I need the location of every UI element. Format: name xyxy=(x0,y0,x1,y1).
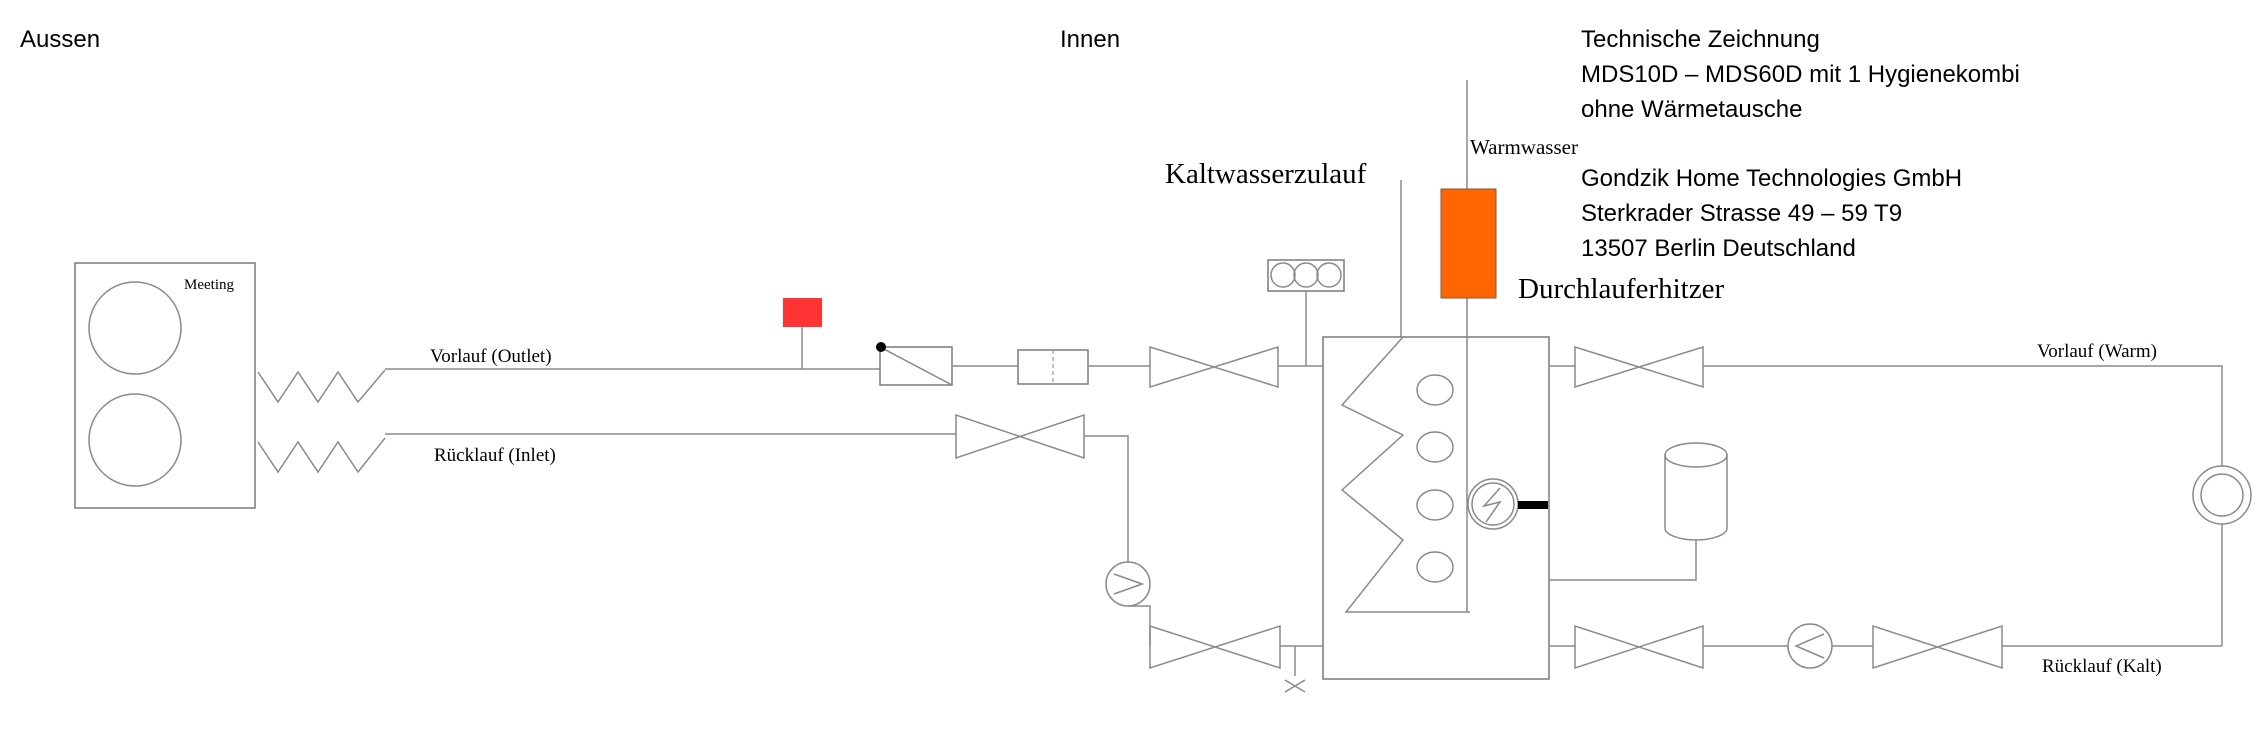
pipe-segment xyxy=(1084,435,1129,562)
safety-valve-icon xyxy=(783,298,822,327)
pipe-segment xyxy=(1128,605,1151,646)
kaltwasserzulauf-label: Kaltwasserzulauf xyxy=(1165,158,1367,190)
durchlauferhitzer-label: Durchlauferhitzer xyxy=(1518,273,1724,305)
pump-icon xyxy=(1787,623,1833,669)
outdoor-unit-label: Meeting xyxy=(184,277,234,293)
fan-icon xyxy=(88,281,182,375)
zone-label-outside: Aussen xyxy=(20,26,100,53)
filter-icon xyxy=(1017,349,1089,385)
flex-hose-icon xyxy=(257,437,386,474)
ruecklauf-kalt-label: Rücklauf (Kalt) xyxy=(2042,656,2162,677)
heat-consumer-icon xyxy=(2192,465,2252,525)
title-line-3: ohne Wärmetausche xyxy=(1581,96,1802,123)
ruecklauf-inlet-label: Rücklauf (Inlet) xyxy=(434,445,556,466)
company-name: Gondzik Home Technologies GmbH xyxy=(1581,165,1962,192)
pipe-vorlauf-warm xyxy=(1703,365,2223,467)
tank-sensor-icon xyxy=(1416,431,1454,463)
pump-icon xyxy=(1105,561,1151,607)
vorlauf-warm-label: Vorlauf (Warm) xyxy=(2037,341,2157,362)
flex-hose-icon xyxy=(257,369,386,404)
shutoff-valve-icon xyxy=(955,413,1085,460)
shutoff-valve-icon xyxy=(1574,345,1704,389)
title-block: Technische Zeichnung MDS10D – MDS60D mit… xyxy=(1581,26,2020,262)
fan-icon xyxy=(88,393,182,487)
title-line-1: Technische Zeichnung xyxy=(1581,26,1820,53)
title-line-2: MDS10D – MDS60D mit 1 Hygienekombi xyxy=(1581,61,2020,88)
outdoor-unit: Meeting xyxy=(74,262,256,509)
check-valve-icon xyxy=(876,342,953,386)
gauge-cluster-icon xyxy=(1267,259,1345,366)
shutoff-valve-icon xyxy=(1149,624,1281,670)
tank-sensor-icon xyxy=(1416,489,1454,521)
storage-tank xyxy=(1322,298,1550,680)
company-street: Sterkrader Strasse 49 – 59 T9 xyxy=(1581,200,1902,227)
drain-valve-icon xyxy=(1284,646,1306,693)
zone-label-inside: Innen xyxy=(1060,26,1120,53)
tank-sensor-icon xyxy=(1416,551,1454,583)
expansion-vessel-icon xyxy=(1549,442,1728,581)
shutoff-valve-icon xyxy=(1574,624,1704,670)
outdoor-unit-housing xyxy=(74,262,256,509)
electric-heater-icon xyxy=(1467,478,1548,530)
vorlauf-outlet-label: Vorlauf (Outlet) xyxy=(430,346,552,367)
company-city: 13507 Berlin Deutschland xyxy=(1581,235,1856,262)
shutoff-valve-icon xyxy=(1872,624,2003,670)
shutoff-valve-icon xyxy=(1149,345,1279,389)
tank-sensor-icon xyxy=(1416,374,1454,406)
warmwasser-label: Warmwasser xyxy=(1470,135,1578,159)
instant-water-heater-icon xyxy=(1440,188,1497,299)
heat-exchanger-coil-icon xyxy=(1340,336,1470,613)
